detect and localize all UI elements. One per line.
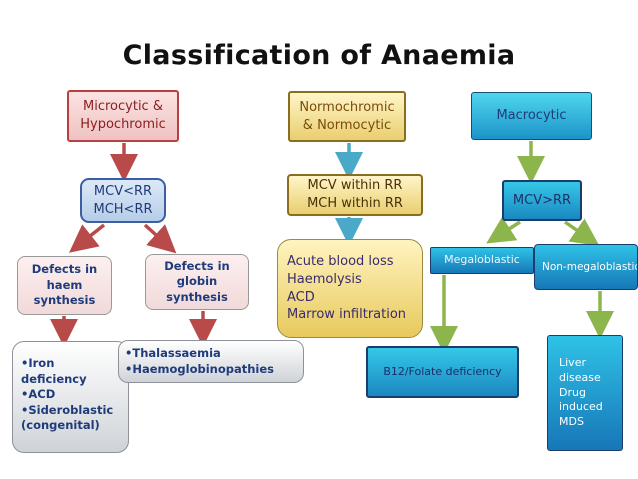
normochromic-label: Normochromic & Normocytic	[299, 99, 395, 133]
mcv-macro-label: MCV>RR	[512, 192, 572, 208]
normochromic-box: Normochromic & Normocytic	[288, 91, 406, 142]
page-title: Classification of Anaemia	[122, 40, 516, 71]
megaloblastic-label: Megaloblastic	[444, 253, 520, 267]
arrow-mcv-to-megaloblastic	[486, 216, 521, 244]
defects-haem-label: Defects in haem synthesis	[31, 262, 98, 308]
microcytic-label: Microcytic & Hypochromic	[80, 99, 166, 132]
mcv-macro-box: MCV>RR	[502, 180, 582, 221]
defects-haem-box: Defects in haem synthesis	[17, 256, 112, 315]
megaloblastic-box: Megaloblastic	[430, 247, 534, 274]
macrocytic-label: Macrocytic	[496, 108, 567, 124]
mcv-normal-box: MCV within RR MCH within RR	[287, 174, 423, 216]
arrow-mcv-to-globin	[143, 223, 177, 254]
mcv-micro-box: MCV<RR MCH<RR	[80, 178, 166, 223]
defects-globin-label: Defects in globin synthesis	[164, 258, 230, 304]
defects-globin-box: Defects in globin synthesis	[145, 254, 249, 310]
non-mega-list-box: Liver disease Drug induced MDS	[547, 335, 623, 451]
macrocytic-box: Macrocytic	[471, 92, 592, 140]
thal-list-box: •Thalassaemia •Haemoglobinopathies	[118, 340, 304, 383]
b12-box: B12/Folate deficiency	[366, 346, 519, 398]
non-megaloblastic-box: Non-megaloblastic	[534, 244, 638, 290]
microcytic-box: Microcytic & Hypochromic	[67, 90, 179, 142]
non-megaloblastic-label: Non-megaloblastic	[542, 260, 638, 273]
non-mega-list-text: Liver disease Drug induced MDS	[559, 355, 603, 429]
arrow-mcv-to-haem	[69, 223, 106, 253]
mcv-micro-label: MCV<RR MCH<RR	[93, 183, 153, 217]
iron-list-box: •Iron deficiency •ACD •Sideroblastic (co…	[12, 341, 129, 453]
thal-list-text: •Thalassaemia •Haemoglobinopathies	[125, 345, 275, 376]
mcv-normal-label: MCV within RR MCH within RR	[307, 178, 403, 211]
iron-list-text: •Iron deficiency •ACD •Sideroblastic (co…	[21, 356, 114, 433]
normo-list-text: Acute blood loss Haemolysis ACD Marrow i…	[287, 254, 407, 323]
b12-label: B12/Folate deficiency	[383, 364, 502, 378]
arrow-mcv-to-nonmega	[564, 218, 600, 246]
normo-list-box: Acute blood loss Haemolysis ACD Marrow i…	[277, 239, 423, 338]
